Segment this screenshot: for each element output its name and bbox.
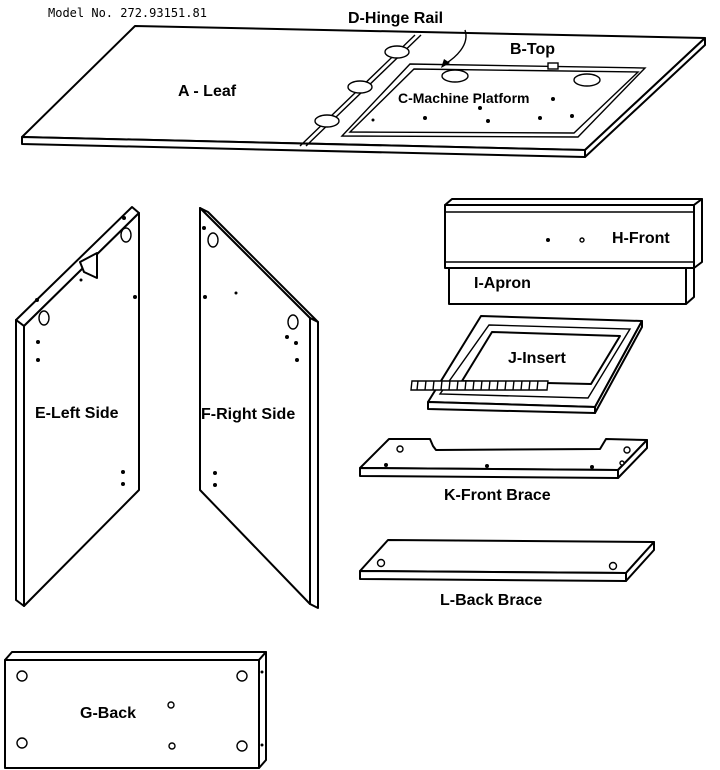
front-brace-side — [617, 439, 648, 479]
table-top-side-edge — [584, 37, 706, 158]
insert-opening — [461, 331, 621, 385]
left-side-face — [23, 212, 140, 607]
insert-side-edge — [594, 320, 643, 414]
label-b-top: B-Top — [510, 41, 555, 58]
label-i-apron: I-Apron — [474, 275, 531, 292]
front-brace-edge — [359, 467, 619, 479]
machine-platform-inner — [348, 68, 640, 134]
back-brace — [359, 539, 655, 582]
back-side — [258, 651, 267, 769]
arrow-head-icon — [441, 59, 450, 68]
insert-scale-icon — [410, 380, 549, 391]
label-k-front-brace: K-Front Brace — [444, 487, 551, 504]
label-l-back-brace: L-Back Brace — [440, 592, 542, 609]
left-side-panel — [15, 206, 140, 607]
label-f-right-side: F-Right Side — [201, 406, 295, 423]
label-j-insert: J-Insert — [508, 350, 566, 367]
label-c-machine-platform: C-Machine Platform — [398, 90, 529, 106]
back-brace-side — [625, 541, 655, 582]
label-g-back: G-Back — [80, 705, 136, 722]
right-side-face — [199, 207, 311, 605]
hinge-hole-icon — [314, 114, 340, 128]
front-and-apron — [444, 198, 703, 305]
front-side — [693, 198, 703, 269]
back-top — [4, 651, 267, 661]
model-number: Model No. 272.93151.81 — [48, 6, 207, 20]
corner-block-icon — [79, 252, 98, 279]
back-panel — [4, 651, 267, 769]
hinge-hole-icon — [347, 80, 373, 94]
label-h-front: H-Front — [612, 230, 670, 247]
hinge-hole-icon — [384, 45, 410, 59]
front-brace — [359, 438, 648, 479]
label-e-left-side: E-Left Side — [35, 405, 119, 422]
label-d-hinge-rail: D-Hinge Rail — [348, 10, 443, 27]
machine-platform-outline — [340, 63, 647, 138]
latch-icon — [547, 62, 559, 70]
label-a-leaf: A - Leaf — [178, 83, 237, 100]
insert-inner-rim — [438, 324, 632, 399]
right-side-front-edge — [309, 317, 319, 609]
right-side-panel — [199, 207, 319, 609]
platform-slot-icon — [441, 69, 469, 83]
front-brace-top — [359, 438, 648, 471]
left-side-front-edge — [15, 319, 25, 607]
platform-slot-icon — [573, 73, 601, 87]
insert-panel — [410, 315, 643, 414]
back-brace-edge — [359, 570, 627, 582]
table-top-assembly — [21, 25, 706, 158]
